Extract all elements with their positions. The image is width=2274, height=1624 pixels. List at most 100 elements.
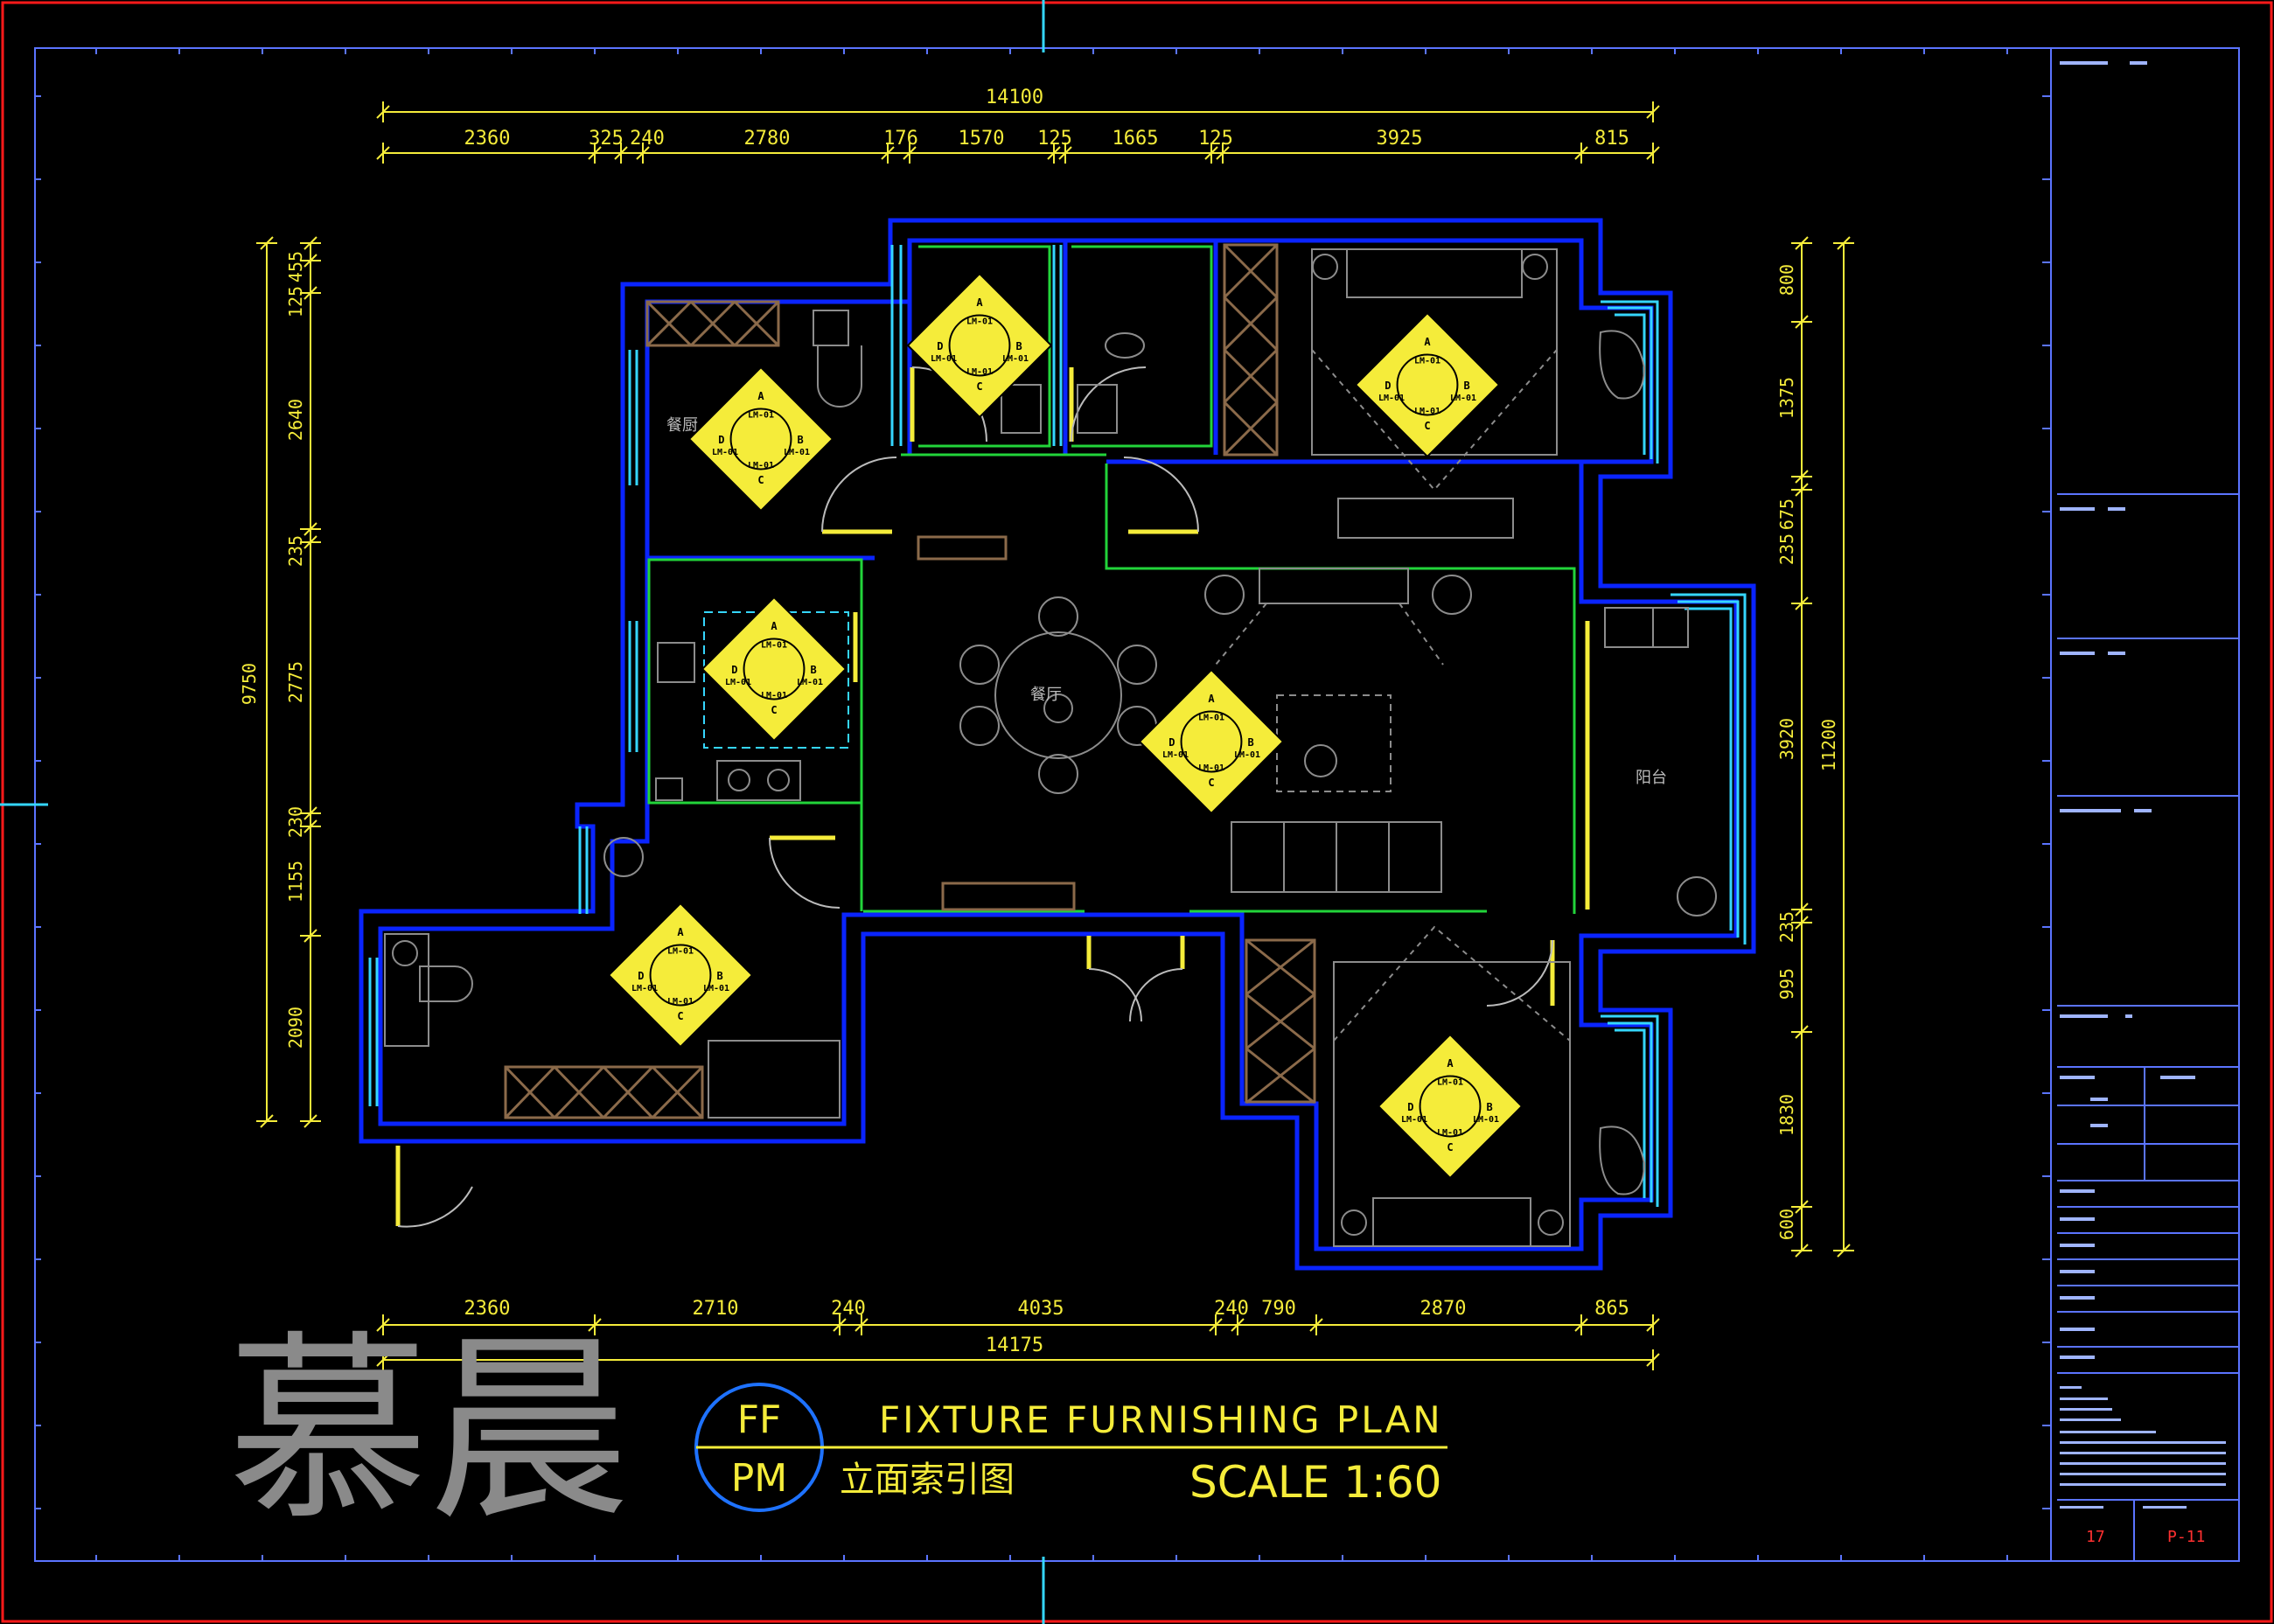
elevation-ref: LM-01 [712, 448, 738, 457]
elevation-ref: LM-01 [631, 984, 658, 993]
dim-top-11: 815 [1594, 128, 1629, 150]
elevation-letter-top: A [1424, 336, 1431, 348]
elevation-diamond [906, 272, 1053, 419]
dim-right-3: 235 [1776, 533, 1797, 565]
dim-right-8: 1830 [1776, 1094, 1797, 1136]
elevation-letter-right: B [716, 970, 722, 982]
elevation-ref: LM-01 [703, 984, 729, 993]
dim-right-2: 1375 [1776, 377, 1797, 419]
elevation-ref: LM-01 [797, 678, 823, 687]
dim-top-1: 2360 [464, 128, 511, 150]
elevation-letter-right: B [1463, 380, 1469, 392]
elevation-ring [649, 944, 712, 1007]
exterior-walls [359, 218, 1756, 1271]
plan-scale: SCALE 1:60 [1189, 1457, 1441, 1508]
elevation-letter-right: B [1015, 340, 1022, 352]
dim-left-1: 125 [285, 286, 306, 317]
elevation-ref: LM-01 [966, 367, 993, 377]
elevation-ref: LM-01 [931, 354, 957, 364]
dim-bottom-overall: 14175 [986, 1335, 1043, 1356]
elevation-letter-left: D [731, 664, 737, 676]
border-ticks [35, 48, 2051, 1561]
dim-right-overall: 11200 [1818, 719, 1839, 771]
dimension-ticks [256, 101, 1854, 1370]
elevation-ref: LM-01 [1162, 750, 1189, 760]
dim-bottom-5: 240 [1214, 1298, 1249, 1320]
plan-title-en: FIXTURE FURNISHING PLAN [879, 1398, 1443, 1441]
elevation-ref: LM-01 [1378, 394, 1405, 403]
elevation-letter-left: D [1385, 380, 1391, 392]
elevation-letter-bottom: C [1208, 777, 1214, 789]
elevation-letter-left: D [718, 434, 724, 446]
elevation-diamond [687, 366, 834, 512]
elevation-letter-right: B [810, 664, 816, 676]
elevation-ref: LM-01 [667, 997, 694, 1007]
dim-top-6: 1570 [959, 128, 1005, 150]
elevation-ref: LM-01 [966, 317, 993, 326]
elevation-letter-top: A [757, 390, 764, 402]
elevation-ref: LM-01 [1234, 750, 1260, 760]
dim-top-7: 125 [1037, 128, 1072, 150]
dim-right-9: 600 [1776, 1209, 1797, 1240]
dim-top-3: 240 [630, 128, 665, 150]
page-number: P-11 [2167, 1528, 2205, 1546]
dim-bottom-1: 2360 [464, 1298, 511, 1320]
dim-right-5: 3920 [1776, 718, 1797, 760]
elevation-ref: LM-01 [1414, 356, 1440, 366]
elevation-ref: LM-01 [748, 461, 774, 470]
dim-bottom-4: 4035 [1018, 1298, 1064, 1320]
elevation-letter-bottom: C [1424, 420, 1430, 432]
dim-top-9: 125 [1198, 128, 1233, 150]
symbol-bottom-text: PM [731, 1456, 788, 1501]
furniture [384, 248, 1717, 1247]
elevation-letter-top: A [677, 926, 684, 938]
elevation-diamond [1354, 311, 1501, 458]
dim-left-3: 2640 [285, 399, 306, 441]
elevation-ring [1396, 353, 1459, 416]
elevation-ref: LM-01 [1437, 1128, 1463, 1138]
elevation-letter-left: D [1168, 736, 1175, 749]
dim-top-labels: 2360 325 240 2780 176 1570 125 1665 125 … [464, 128, 1629, 150]
elevation-ref: LM-01 [725, 678, 751, 687]
title-block-faint-text [2060, 61, 2226, 1509]
elevation-ref: LM-01 [1401, 1115, 1427, 1125]
dim-right-4: 675 [1776, 498, 1797, 530]
dim-left-6: 230 [285, 806, 306, 838]
dim-bottom-labels: 2360 2710 240 4035 240 790 2870 865 [464, 1298, 1629, 1320]
elevation-letter-right: B [1247, 736, 1253, 749]
elevation-ref: LM-01 [667, 946, 694, 956]
elevation-ref: LM-01 [748, 410, 774, 420]
elevation-letter-top: A [976, 296, 983, 309]
elevation-ring [1180, 710, 1243, 773]
elevation-ring [729, 408, 792, 470]
elevation-letter-left: D [937, 340, 943, 352]
door-leaves [395, 367, 1590, 1226]
plan-title-cn: 立面索引图 [840, 1460, 1015, 1500]
elevation-ref: LM-01 [1198, 713, 1224, 722]
elevation-ref: LM-01 [1002, 354, 1029, 364]
dim-left-8: 2090 [285, 1007, 306, 1049]
dim-bottom-2: 2710 [693, 1298, 739, 1320]
dim-left-4: 235 [285, 535, 306, 567]
elevation-letter-bottom: C [1447, 1141, 1453, 1154]
dim-right-labels: 800 1375 235 675 3920 235 995 1830 600 [1776, 264, 1797, 1240]
elevation-letter-top: A [771, 620, 778, 632]
dim-top-5: 176 [883, 128, 918, 150]
dim-bottom-3: 240 [831, 1298, 866, 1320]
symbol-top-text: FF [737, 1397, 782, 1442]
cabinets [504, 243, 1316, 1119]
elevation-ref: LM-01 [1437, 1077, 1463, 1087]
dim-top-10: 3925 [1377, 128, 1423, 150]
dim-top-2: 325 [589, 128, 624, 150]
elevation-ring [743, 638, 806, 700]
windows [368, 245, 1747, 1207]
